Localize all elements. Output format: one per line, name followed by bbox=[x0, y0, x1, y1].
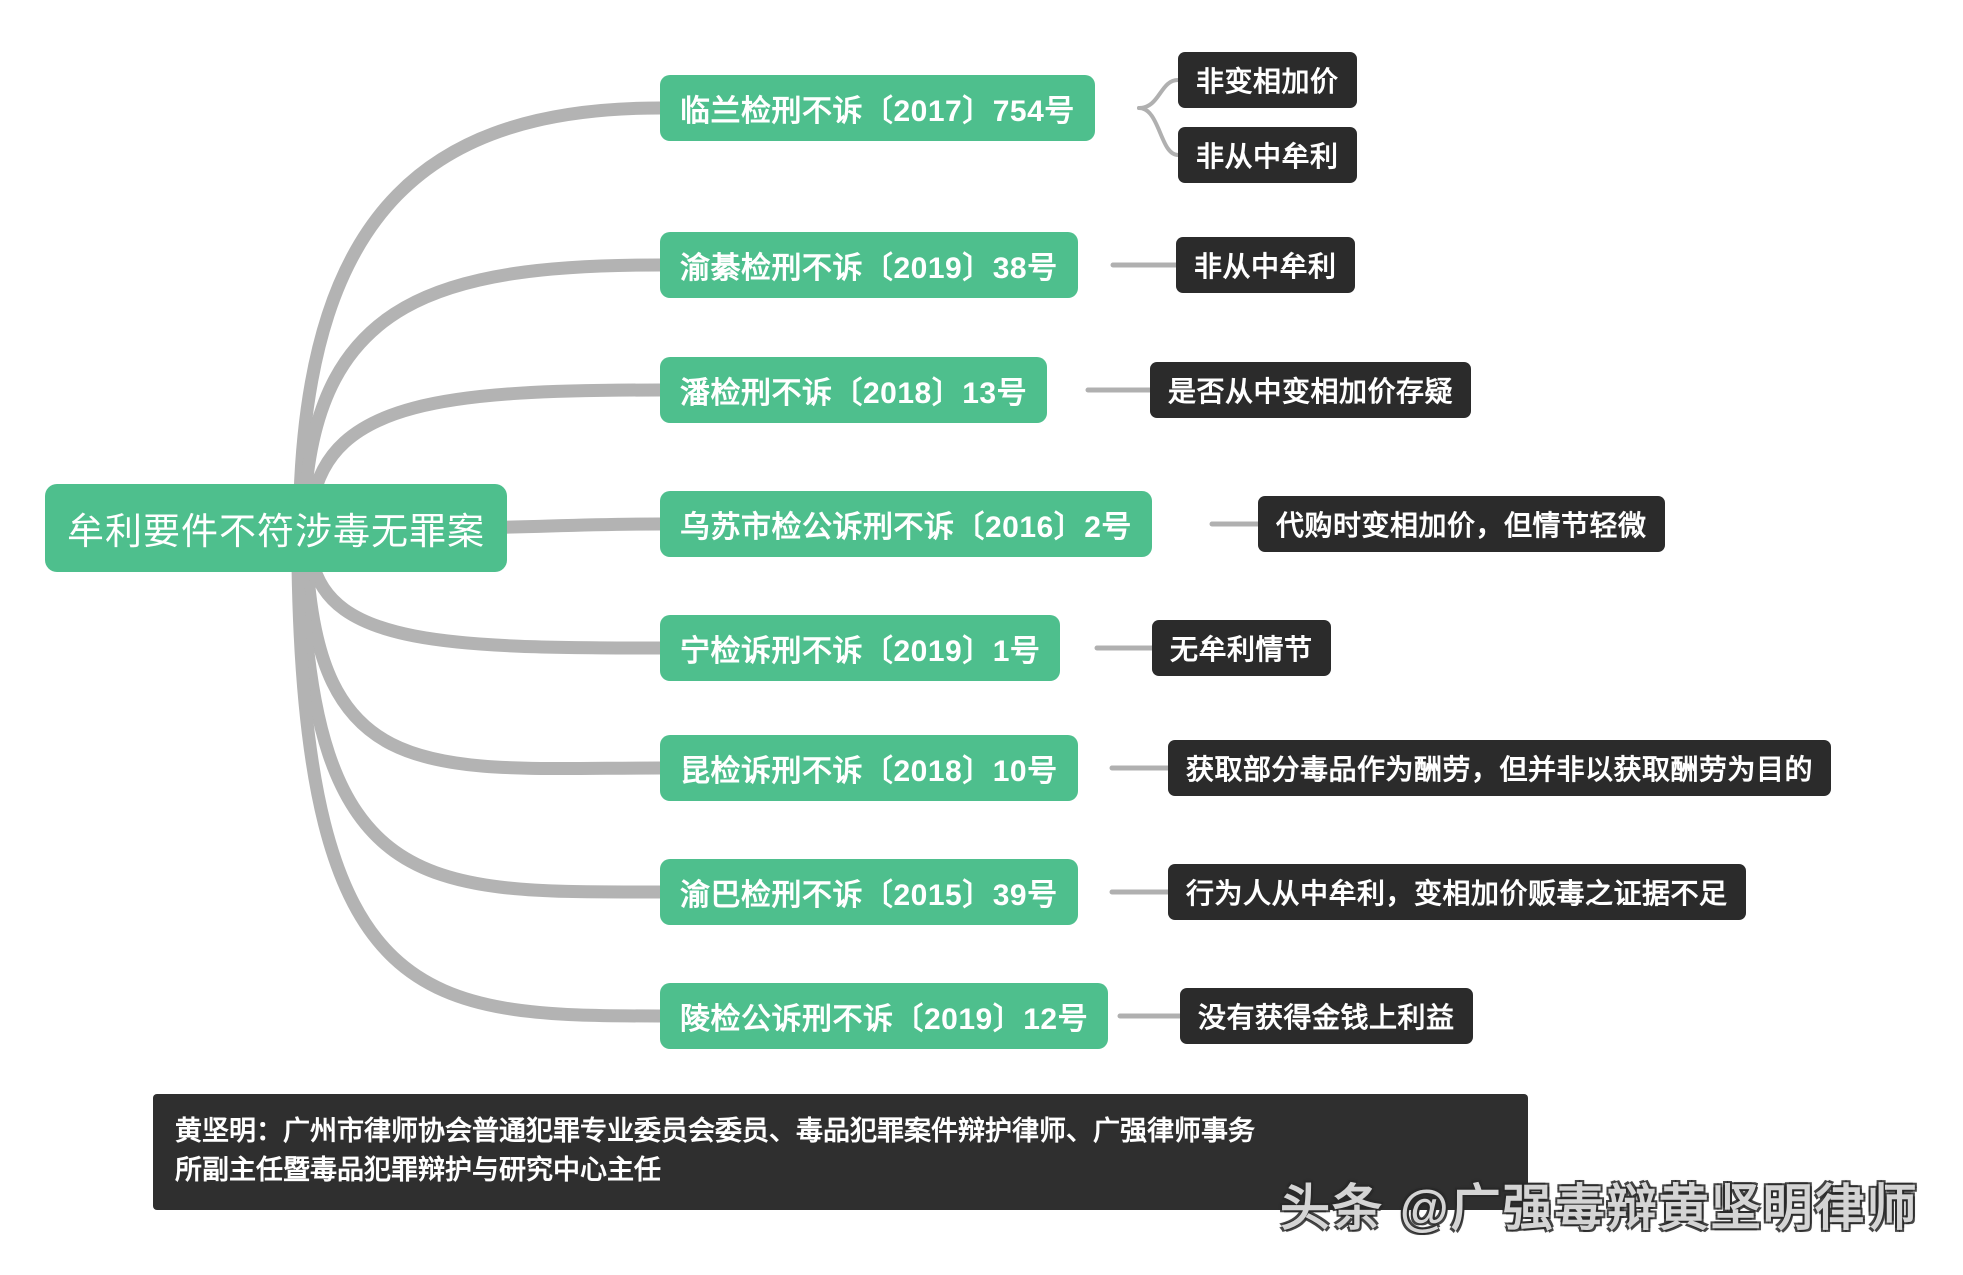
branch-node-1[interactable]: 临兰检刑不诉〔2017〕754号 bbox=[660, 75, 1095, 141]
branch-node-4-label: 乌苏市检公诉刑不诉〔2016〕2号 bbox=[680, 511, 1132, 544]
leaf-node-8-1-label: 没有获得金钱上利益 bbox=[1198, 1002, 1455, 1033]
leaf-node-2-1[interactable]: 非从中牟利 bbox=[1176, 237, 1355, 293]
leaf-node-7-1[interactable]: 行为人从中牟利，变相加价贩毒之证据不足 bbox=[1168, 864, 1746, 920]
branch-node-6-label: 昆检诉刑不诉〔2018〕10号 bbox=[680, 755, 1058, 788]
watermark-text: 头条 @广强毒辩黄坚明律师 bbox=[1280, 1180, 1919, 1236]
footer-credit-box: 黄坚明：广州市律师协会普通犯罪专业委员会委员、毒品犯罪案件辩护律师、广强律师事务… bbox=[153, 1094, 1528, 1211]
root-node-label: 牟利要件不符涉毒无罪案 bbox=[67, 511, 485, 552]
leaf-node-5-1-label: 无牟利情节 bbox=[1170, 634, 1313, 665]
branch-node-5[interactable]: 宁检诉刑不诉〔2019〕1号 bbox=[660, 615, 1061, 681]
branch-node-6[interactable]: 昆检诉刑不诉〔2018〕10号 bbox=[660, 735, 1078, 801]
leaf-node-7-1-label: 行为人从中牟利，变相加价贩毒之证据不足 bbox=[1186, 878, 1728, 909]
leaf-node-4-1-label: 代购时变相加价，但情节轻微 bbox=[1276, 510, 1647, 541]
branch-node-2-label: 渝綦检刑不诉〔2019〕38号 bbox=[680, 252, 1058, 285]
leaf-node-5-1[interactable]: 无牟利情节 bbox=[1152, 620, 1331, 676]
branch-node-8[interactable]: 陵检公诉刑不诉〔2019〕12号 bbox=[660, 983, 1109, 1049]
branch-node-7-label: 渝巴检刑不诉〔2015〕39号 bbox=[680, 879, 1058, 912]
leaf-node-1-2[interactable]: 非从中牟利 bbox=[1178, 127, 1357, 183]
branch-node-3-label: 潘检刑不诉〔2018〕13号 bbox=[680, 377, 1028, 410]
leaf-node-3-1-label: 是否从中变相加价存疑 bbox=[1168, 376, 1454, 407]
leaf-node-8-1[interactable]: 没有获得金钱上利益 bbox=[1180, 988, 1473, 1044]
footer-line-1: 黄坚明：广州市律师协会普通犯罪专业委员会委员、毒品犯罪案件辩护律师、广强律师事务 bbox=[175, 1116, 1255, 1146]
branch-node-8-label: 陵检公诉刑不诉〔2019〕12号 bbox=[680, 1003, 1089, 1036]
branch-node-2[interactable]: 渝綦检刑不诉〔2019〕38号 bbox=[660, 232, 1078, 298]
leaf-node-1-1-label: 非变相加价 bbox=[1196, 66, 1339, 97]
leaf-node-1-2-label: 非从中牟利 bbox=[1196, 141, 1339, 172]
leaf-node-4-1[interactable]: 代购时变相加价，但情节轻微 bbox=[1258, 496, 1665, 552]
leaf-node-6-1-label: 获取部分毒品作为酬劳，但并非以获取酬劳为目的 bbox=[1186, 754, 1814, 785]
root-node[interactable]: 牟利要件不符涉毒无罪案 bbox=[45, 484, 507, 572]
branch-node-1-label: 临兰检刑不诉〔2017〕754号 bbox=[680, 95, 1075, 128]
branch-node-4[interactable]: 乌苏市检公诉刑不诉〔2016〕2号 bbox=[660, 491, 1152, 557]
branch-node-5-label: 宁检诉刑不诉〔2019〕1号 bbox=[680, 635, 1041, 668]
branch-node-7[interactable]: 渝巴检刑不诉〔2015〕39号 bbox=[660, 859, 1078, 925]
leaf-node-3-1[interactable]: 是否从中变相加价存疑 bbox=[1150, 362, 1472, 418]
footer-line-2: 所副主任暨毒品犯罪辩护与研究中心主任 bbox=[175, 1155, 661, 1186]
branch-node-3[interactable]: 潘检刑不诉〔2018〕13号 bbox=[660, 357, 1048, 423]
leaf-node-6-1[interactable]: 获取部分毒品作为酬劳，但并非以获取酬劳为目的 bbox=[1168, 740, 1832, 796]
leaf-node-2-1-label: 非从中牟利 bbox=[1194, 251, 1337, 282]
leaf-node-1-1[interactable]: 非变相加价 bbox=[1178, 52, 1357, 108]
